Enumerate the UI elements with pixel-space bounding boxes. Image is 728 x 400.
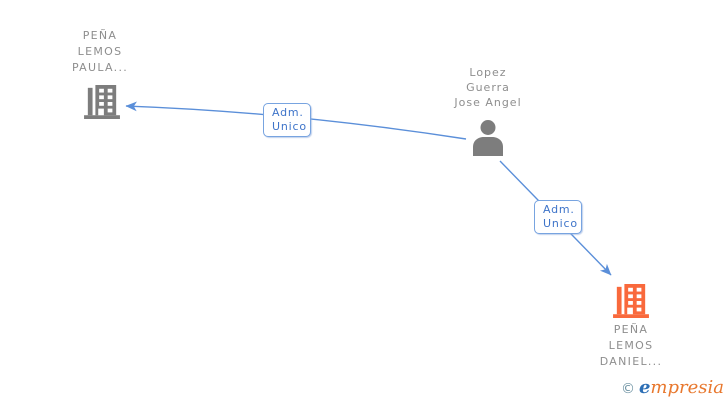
- copyright-icon: ©: [620, 381, 635, 397]
- edge-label-adm-unico-bottom[interactable]: Adm. Unico: [534, 200, 582, 234]
- person-icon: [473, 120, 503, 156]
- empresia-logo: © empresia: [621, 378, 724, 398]
- company-bottom-name: PEÑA LEMOS DANIEL...: [599, 323, 663, 368]
- person-name: Lopez Guerra Jose Angel: [454, 66, 522, 109]
- building-icon: [613, 284, 649, 318]
- building-icon: [84, 85, 120, 119]
- company-top-name: PEÑA LEMOS PAULA...: [71, 29, 129, 74]
- edge-label-adm-unico-top[interactable]: Adm. Unico: [263, 103, 311, 137]
- empresia-wordmark: empresia: [638, 377, 724, 398]
